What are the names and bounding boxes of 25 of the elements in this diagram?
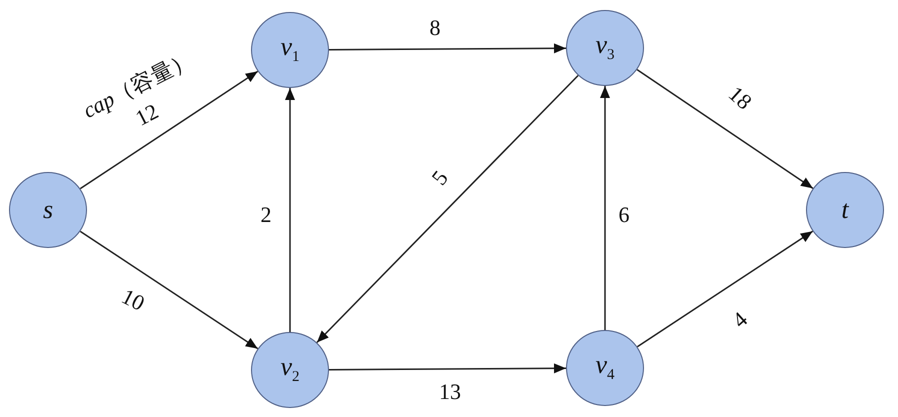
node-label: s — [42, 197, 54, 223]
arrow — [80, 230, 258, 350]
edge-label: 4 — [727, 306, 753, 334]
arrow — [329, 363, 566, 374]
graph-node-circle — [251, 332, 329, 408]
edge-label: 5 — [426, 166, 454, 190]
edge-label: 12 — [131, 98, 163, 132]
arrow — [80, 70, 258, 190]
edge-label: 13 — [439, 379, 461, 405]
arrow — [636, 230, 814, 348]
arrow — [285, 88, 295, 332]
arrow — [600, 86, 610, 330]
node-label: t — [841, 197, 849, 223]
edge-label: 18 — [723, 80, 757, 116]
arrow — [636, 69, 814, 189]
arrow — [316, 74, 579, 344]
node-label: v$_{2}$ — [280, 354, 300, 386]
edge-label: 8 — [430, 15, 440, 41]
edge-label: 6 — [618, 202, 630, 228]
node-label: v$_{3}$ — [595, 32, 615, 64]
edge-label: 2 — [260, 202, 272, 228]
arrow — [329, 43, 566, 54]
edge-label: 10 — [117, 283, 149, 317]
node-label: v$_{1}$ — [280, 34, 300, 66]
node-label: v$_{4}$ — [595, 352, 615, 384]
